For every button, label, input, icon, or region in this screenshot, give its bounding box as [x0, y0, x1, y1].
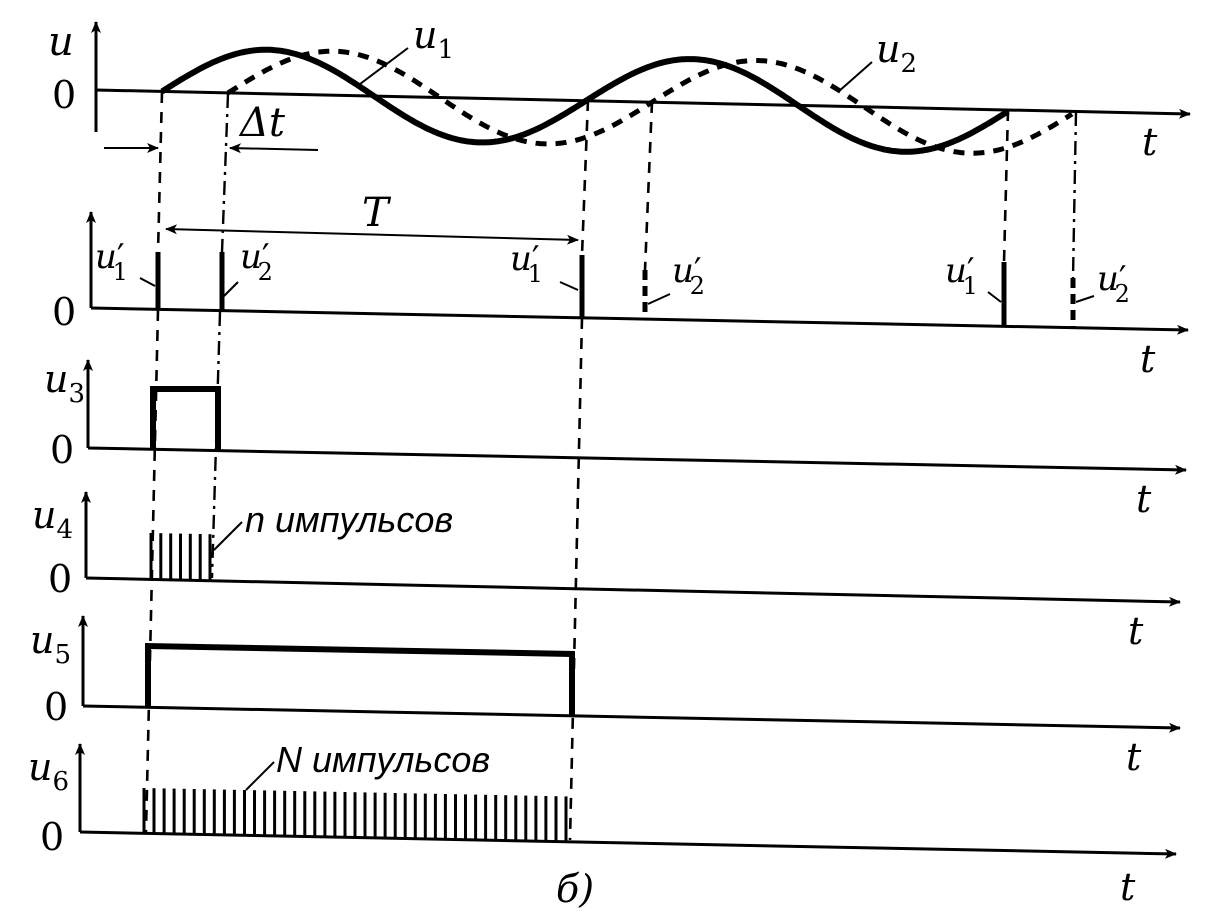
label-N-pulses: N импульсов — [276, 739, 490, 780]
panel-u5: u5 0 t — [30, 615, 1181, 779]
leader-u2p-2 — [647, 293, 671, 305]
delta-t-label: Δt — [238, 100, 286, 146]
label-u1p-2: u′1 — [510, 239, 543, 288]
leader-u2p-3 — [1075, 295, 1095, 303]
panel-zero-crossing-pulses: 0 t T u′1 u′2 u′1 u′2 u′1 u′2 — [52, 190, 1189, 381]
t-axis-panel1 — [90, 306, 1189, 335]
u-axis-label: u — [48, 19, 74, 65]
t-axis-u6 — [79, 830, 1177, 859]
label-u1p-1: u′1 — [95, 237, 128, 286]
label-u1: u1 — [413, 13, 454, 65]
zero-label-u5: 0 — [44, 685, 68, 729]
panel-u6: u6 0 t N импульсов — [28, 739, 1177, 909]
zero-label-u3: 0 — [50, 428, 74, 472]
label-u2: u2 — [876, 27, 917, 79]
ylabel-u5: u5 — [30, 618, 71, 670]
figure-caption: б) — [556, 867, 594, 911]
panel-u4: u4 0 t n импульсов — [32, 491, 1181, 653]
t-axis-u4 — [85, 576, 1181, 607]
leader-u2 — [837, 61, 873, 93]
leader-u2p-1 — [223, 281, 239, 297]
proj-u1-period-top — [580, 99, 590, 256]
u6-pulse-train — [142, 788, 568, 843]
t-label-u4: t — [1128, 609, 1144, 653]
panel-sine-waves: u 0 t u1 u2 Δt — [48, 13, 1191, 164]
period-label: T — [362, 190, 392, 236]
ylabel-u3: u3 — [44, 357, 85, 409]
ylabel-u6: u6 — [28, 745, 69, 797]
leader-u1p-3 — [987, 291, 1002, 303]
ylabel-u4: u4 — [32, 493, 73, 545]
t-label-u6: t — [1120, 865, 1136, 909]
zero-label-u6: 0 — [40, 815, 64, 859]
u3-gate-pulse — [150, 386, 221, 450]
zero-label-panel1: 0 — [52, 290, 76, 334]
panel-u3: u3 0 t — [44, 357, 1187, 521]
proj-u1-start-low — [144, 309, 160, 833]
leader-n-pulses — [213, 521, 243, 551]
proj-u1-start-top — [156, 91, 164, 253]
proj-u2-period-top — [643, 101, 654, 271]
proj-u1-period-low — [568, 317, 584, 841]
u4-pulse-train — [149, 533, 212, 581]
label-u2p-2: u′2 — [672, 251, 705, 300]
period-arrow — [165, 224, 579, 245]
leader-u1p-1 — [139, 277, 156, 287]
proj-u2-start-top — [220, 93, 230, 253]
t-axis-u5 — [82, 704, 1181, 733]
u5-period-gate — [145, 642, 575, 715]
t-axis-u3 — [87, 446, 1187, 475]
label-u2p-3: u′2 — [1097, 259, 1130, 308]
t-label-panel0: t — [1142, 120, 1158, 164]
t-label-u3: t — [1136, 477, 1152, 521]
delta-t-arrow-right — [229, 143, 319, 154]
zero-label-u4: 0 — [48, 557, 72, 601]
proj-u2-third — [1071, 111, 1078, 279]
label-n-pulses: n импульсов — [245, 499, 453, 540]
zero-label-panel0: 0 — [52, 73, 76, 117]
waveform-u2 — [226, 48, 1074, 156]
leader-N-pulses — [245, 761, 275, 791]
t-label-panel1: t — [1140, 337, 1156, 381]
leader-u1 — [359, 47, 409, 85]
leader-u1p-2 — [559, 281, 579, 291]
proj-u1-third — [1002, 109, 1010, 263]
label-u2p-1: u′2 — [240, 237, 273, 286]
t-label-u5: t — [1126, 735, 1142, 779]
label-u1p-3: u′1 — [945, 251, 978, 300]
projection-lines — [144, 91, 1078, 841]
